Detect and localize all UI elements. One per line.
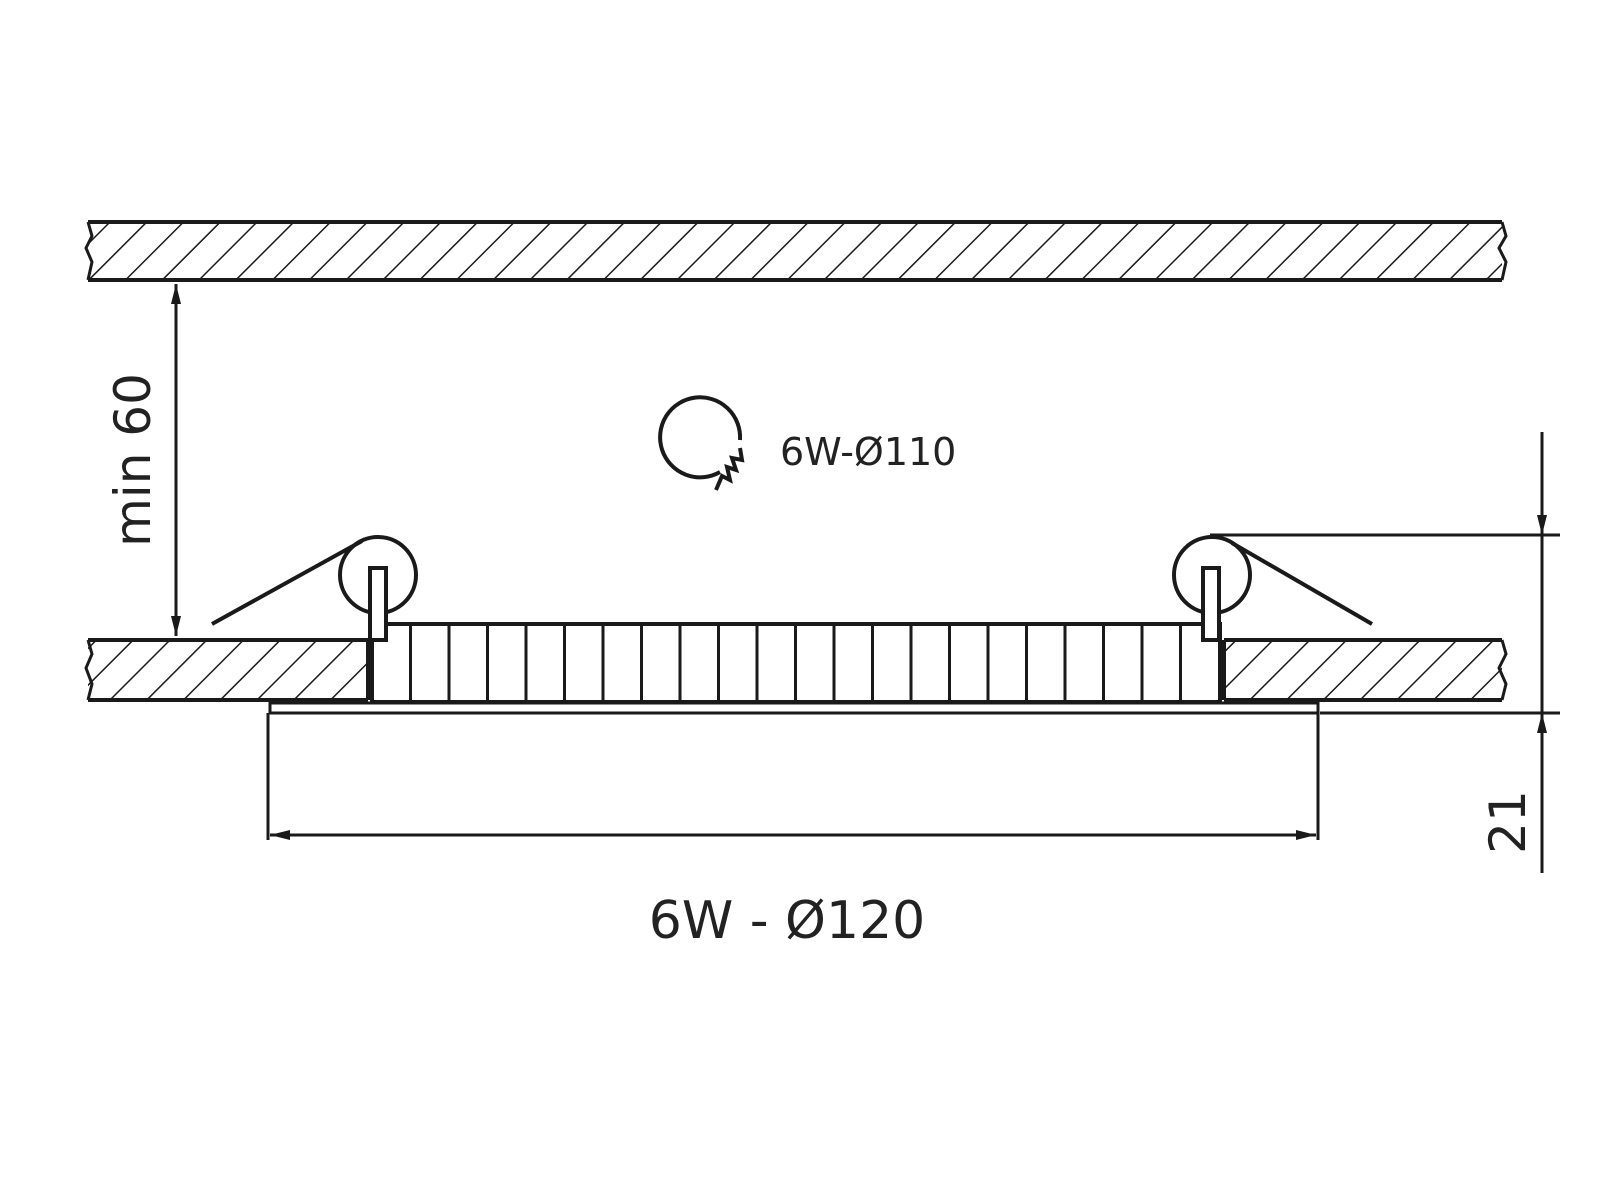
ceiling-board-right (1222, 638, 1508, 702)
spring-clip-right (1172, 535, 1374, 642)
overall-diameter-dimension: 6W - Ø120 (266, 713, 1320, 951)
cutout-diameter-label: 6W-Ø110 (780, 430, 956, 474)
panel-ribs (409, 624, 1182, 702)
height-dimension: 21 (1210, 432, 1560, 873)
panel-flange (268, 701, 1320, 715)
min-clearance-label: min 60 (104, 373, 162, 547)
height-label: 21 (1479, 790, 1537, 854)
min-clearance-dimension: min 60 (104, 284, 181, 636)
ceiling-board-left (84, 638, 370, 702)
upper-ceiling-slab (84, 220, 1508, 282)
spring-clip-left (211, 535, 418, 642)
panel-body (370, 622, 1222, 704)
overall-diameter-label: 6W - Ø120 (649, 891, 926, 951)
hole-saw-cutout-icon (658, 395, 745, 491)
